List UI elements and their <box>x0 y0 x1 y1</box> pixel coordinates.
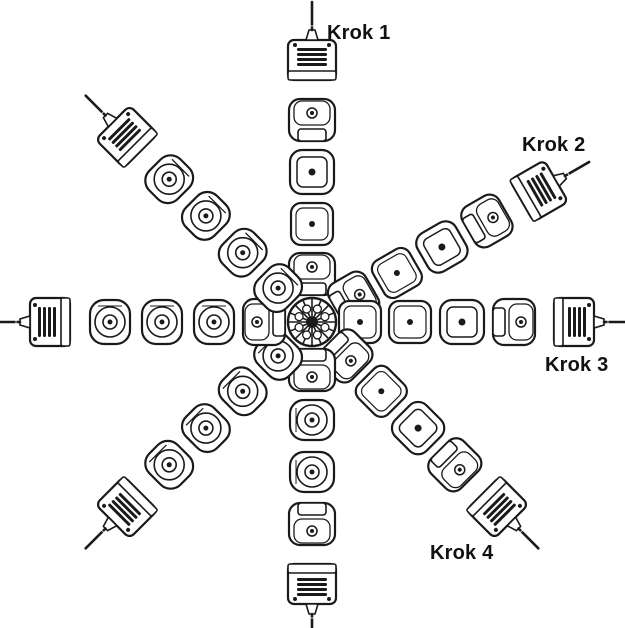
module-radio-icon <box>286 562 338 628</box>
module-round-icon <box>144 439 195 490</box>
arm-south <box>286 347 338 628</box>
central-hub <box>286 296 338 348</box>
step-3-label: Krok 3 <box>545 354 609 376</box>
module-plain-icon <box>289 201 335 247</box>
module-round-icon <box>217 366 268 417</box>
module-cam-icon <box>287 501 337 547</box>
arm-west <box>0 296 287 348</box>
module-cam-icon <box>491 297 537 347</box>
module-round-icon <box>180 190 231 241</box>
module-radio-icon <box>84 476 158 550</box>
arm-north <box>286 0 338 297</box>
module-radio-icon <box>466 476 540 550</box>
module-box-icon <box>390 400 446 456</box>
module-radio-icon <box>84 94 158 168</box>
arm-south-west <box>84 330 304 550</box>
module-cam-icon <box>427 437 483 493</box>
module-round-icon <box>180 403 231 454</box>
module-cam-icon <box>287 97 337 143</box>
module-round-icon <box>253 263 304 314</box>
module-round-icon <box>288 398 336 442</box>
module-plain-icon <box>387 299 433 345</box>
arm-north-west <box>84 94 304 314</box>
module-radio-icon <box>0 296 72 348</box>
module-box-icon <box>415 220 469 274</box>
module-round-icon <box>288 450 336 494</box>
module-round-icon <box>88 298 132 346</box>
module-cam-icon <box>460 193 514 249</box>
step-1-label: Krok 1 <box>327 22 391 44</box>
module-box-icon <box>438 298 486 346</box>
module-round-icon <box>192 298 236 346</box>
step-2-label: Krok 2 <box>522 134 586 156</box>
module-round-icon <box>140 298 184 346</box>
module-radio-icon <box>552 296 625 348</box>
module-radio-icon <box>509 160 591 222</box>
module-plain-icon <box>354 364 408 418</box>
arm-east <box>337 296 625 348</box>
step-4-label: Krok 4 <box>430 542 494 564</box>
module-round-icon <box>144 154 195 205</box>
module-round-icon <box>217 227 268 278</box>
module-radio-icon <box>286 0 338 82</box>
arm-south-east <box>318 328 540 550</box>
module-box-icon <box>288 148 336 196</box>
module-plain-icon <box>370 246 424 300</box>
